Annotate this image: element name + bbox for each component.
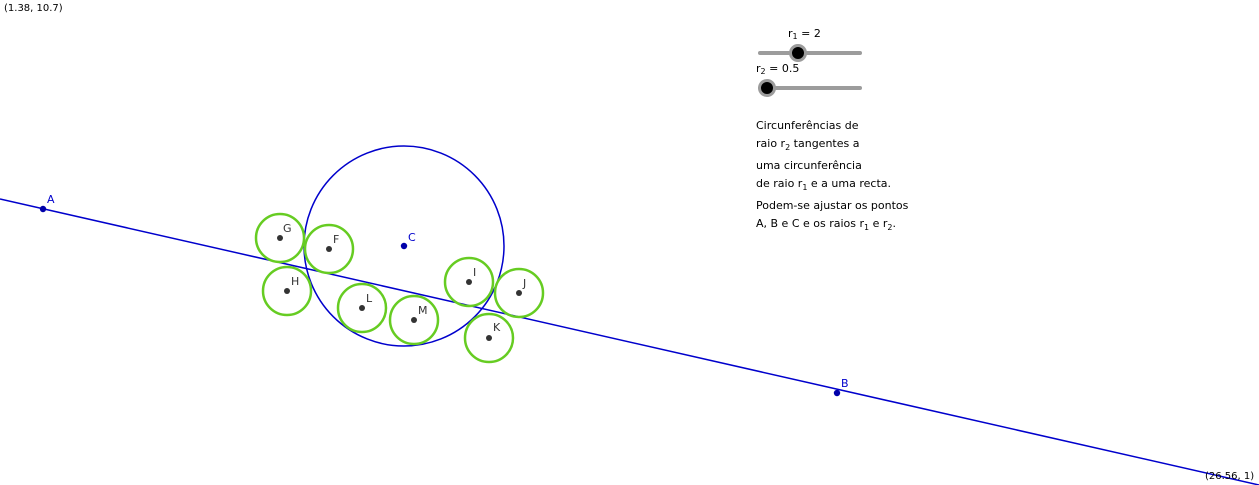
point-m-label: M	[418, 304, 428, 317]
point-b-label: B	[841, 377, 849, 390]
circle-h[interactable]	[261, 265, 313, 317]
description-line: A, B e C e os raios r1 e r2.	[756, 217, 897, 232]
line-ab[interactable]	[0, 198, 1259, 485]
description-line: uma circunferência	[756, 159, 862, 172]
point-i	[466, 279, 472, 285]
description-line: raio r2 tangentes a	[756, 137, 860, 152]
slider-r1-label: r1 = 2	[788, 27, 821, 41]
point-a-label: A	[47, 193, 55, 206]
corner-coordinate-top-left: (1.38, 10.7)	[4, 3, 63, 14]
point-i-label: I	[473, 266, 476, 279]
corner-coordinate-bottom-right: (26.56, 1)	[1205, 471, 1255, 482]
circle-g[interactable]	[254, 212, 306, 264]
slider-r2-track[interactable]	[758, 79, 862, 97]
circle-l[interactable]	[336, 282, 388, 334]
point-f-label: F	[333, 233, 339, 246]
circle-j[interactable]	[493, 267, 545, 319]
description-line: Circunferências de	[756, 119, 859, 132]
slider-r1-handle[interactable]	[788, 44, 807, 62]
point-a[interactable]	[39, 205, 47, 213]
point-j-label: J	[522, 277, 526, 290]
slider-r2-label: r2 = 0.5	[756, 62, 800, 76]
slider-r2-handle[interactable]	[758, 79, 777, 97]
point-h-label: H	[291, 275, 299, 288]
description-line: de raio r1 e a uma recta.	[756, 177, 891, 192]
point-j	[516, 290, 522, 296]
point-l-label: L	[366, 292, 373, 305]
point-c-label: C	[408, 231, 416, 244]
description-text: Circunferências de raio r2 tangentes a u…	[756, 117, 956, 237]
circle-m[interactable]	[388, 294, 440, 346]
point-c[interactable]	[400, 242, 408, 250]
point-g	[277, 235, 283, 241]
point-k	[486, 335, 492, 341]
point-k-label: K	[493, 321, 501, 334]
point-g-label: G	[283, 222, 292, 235]
circle-k[interactable]	[463, 312, 515, 364]
circle-i[interactable]	[443, 256, 495, 308]
slider-r1-track[interactable]	[758, 44, 862, 62]
point-f	[326, 246, 332, 252]
circle-f[interactable]	[303, 223, 355, 275]
point-l	[359, 305, 365, 311]
point-m	[411, 317, 417, 323]
description-line: Podem-se ajustar os pontos	[756, 199, 909, 212]
point-h	[284, 288, 290, 294]
point-b[interactable]	[833, 389, 841, 397]
